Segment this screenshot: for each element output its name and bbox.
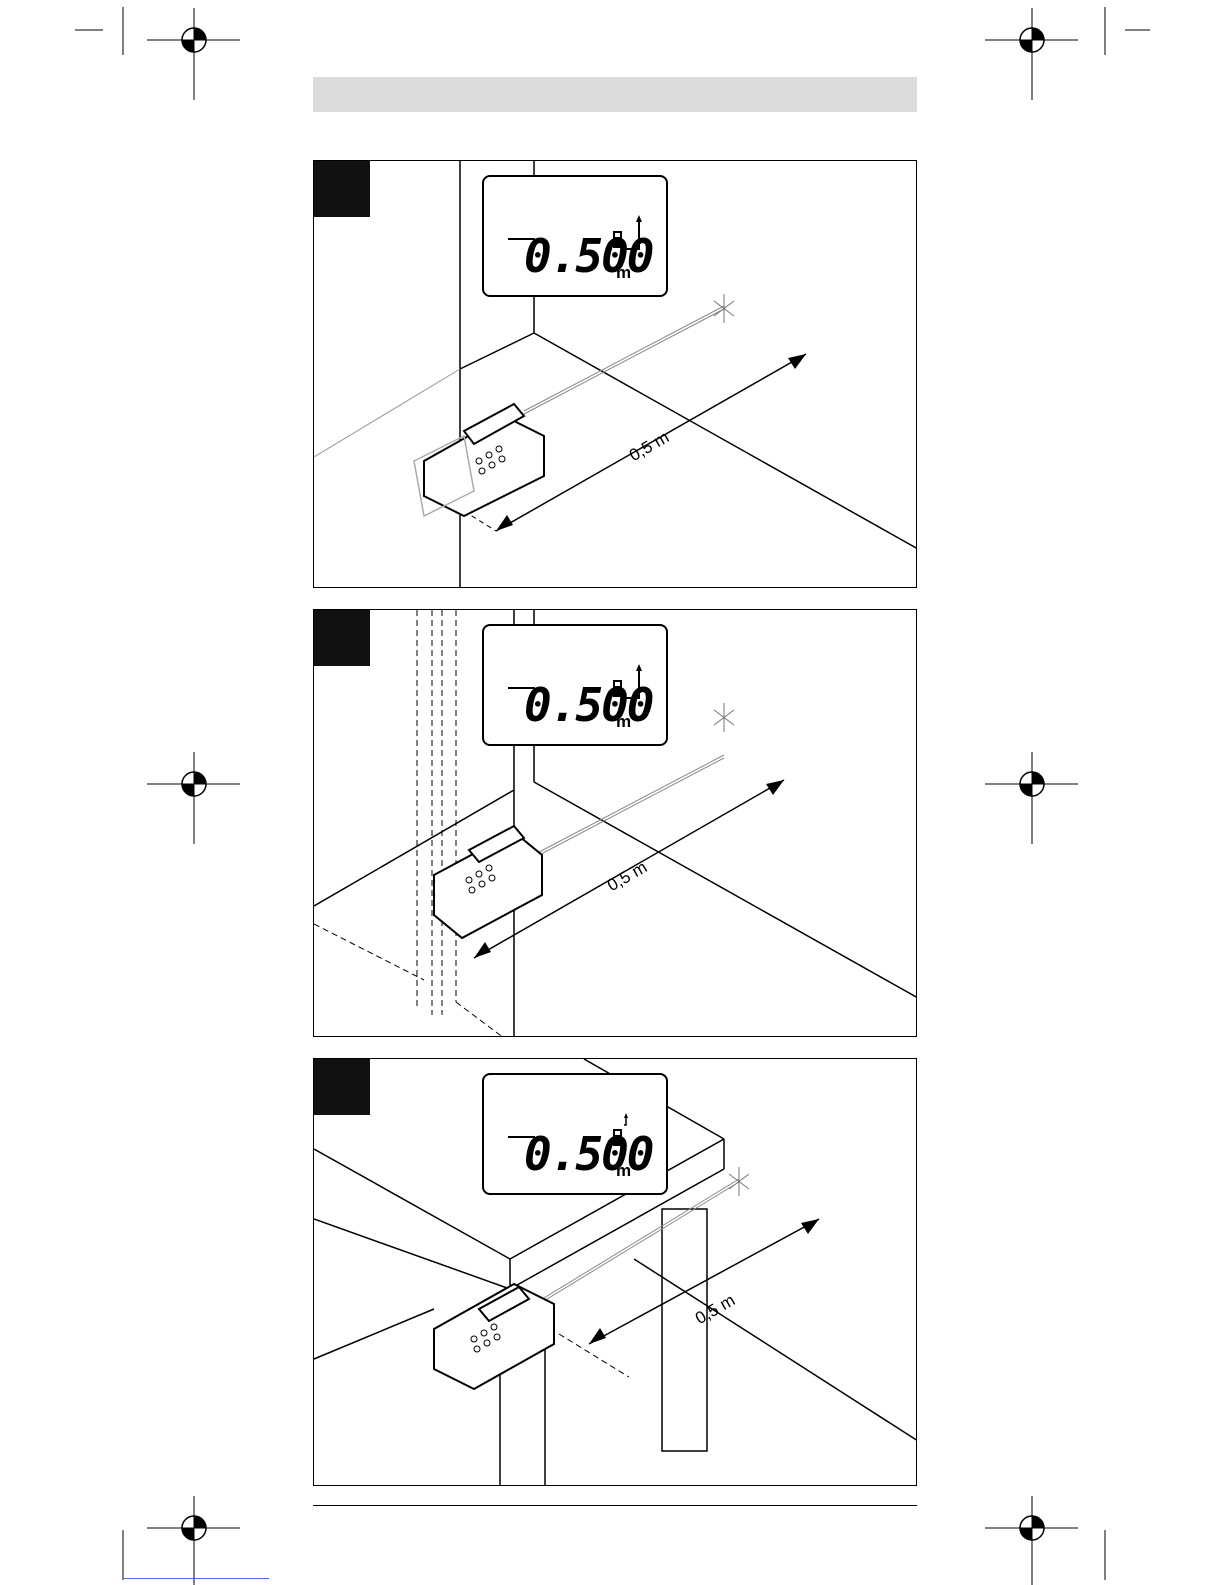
figure-panel-2: 0.500 m 0,5 m [313, 609, 917, 1037]
figure-panel-3: 0.500 m 0,5 m [313, 1058, 917, 1486]
reference-pin-icon [612, 664, 652, 710]
figure-label-box [314, 161, 370, 217]
lcd-display: 0.500 m [482, 624, 668, 746]
figure-panel-1: 0.500 m 0,5 m [313, 160, 917, 588]
unit-label: m [616, 263, 631, 283]
footer-rule [313, 1505, 917, 1506]
bottom-link-underline [123, 1578, 269, 1579]
section-header-bar [313, 77, 917, 112]
unit-label: m [616, 1161, 631, 1181]
lcd-display: 0.500 m [482, 175, 668, 297]
lcd-display: 0.500 m [482, 1073, 668, 1195]
reference-front-icon [612, 1113, 652, 1159]
reference-edge-icon [612, 215, 652, 261]
unit-label: m [616, 712, 631, 732]
figure-label-box [314, 1059, 370, 1115]
figure-label-box [314, 610, 370, 666]
